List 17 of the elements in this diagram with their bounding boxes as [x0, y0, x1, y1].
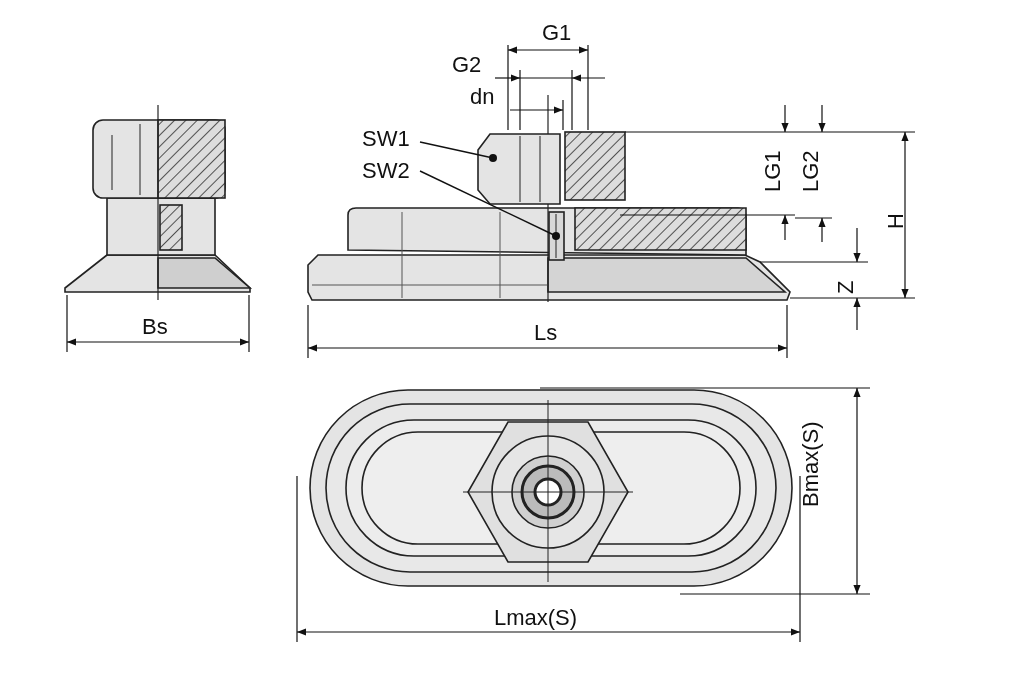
part-label: SW2 — [362, 160, 410, 182]
leader-line — [419, 141, 497, 162]
part-label: SW1 — [362, 128, 410, 150]
dimension-label: G1 — [542, 22, 572, 44]
dimension-label: dn — [470, 86, 495, 108]
dimension-label: G2 — [452, 54, 482, 76]
sleeve-drawing — [548, 211, 565, 261]
dimension-label: Bs — [142, 316, 168, 338]
dimension-label: LG2 — [800, 150, 822, 192]
hex-nut-drawing — [477, 133, 561, 205]
dimension-label: H — [885, 213, 907, 229]
dimension-label: LG1 — [762, 150, 784, 192]
dimension-label: Ls — [534, 322, 558, 344]
dimension-label: Z — [835, 280, 857, 294]
dimension-label: Lmax(S) — [494, 607, 578, 629]
dimension-label: Bmax(S) — [800, 421, 822, 507]
leader-line — [419, 170, 560, 240]
